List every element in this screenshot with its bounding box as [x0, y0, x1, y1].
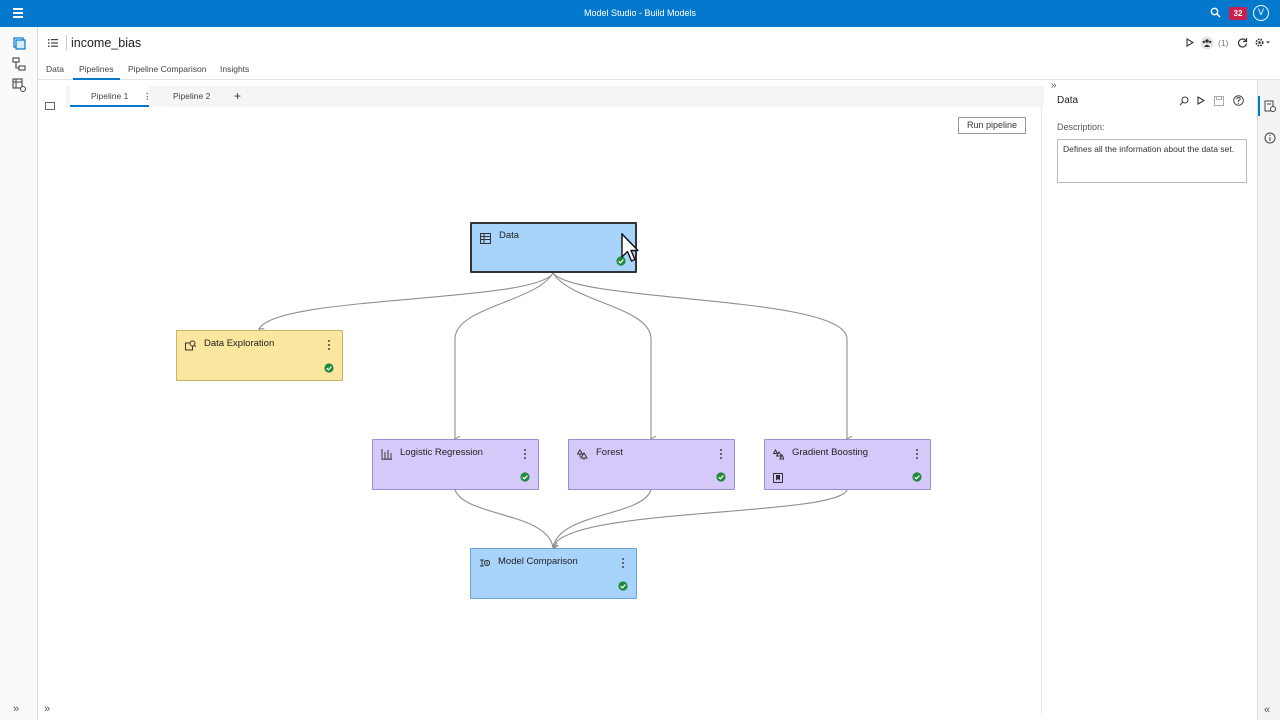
pipeline-tab-label: Pipeline 1 — [91, 91, 129, 101]
node-gradient-boosting[interactable]: Gradient Boosting — [764, 439, 931, 490]
node-forest[interactable]: Forest — [568, 439, 735, 490]
edge-data-gradient — [552, 272, 847, 439]
node-menu-icon[interactable] — [622, 558, 625, 569]
expand-nodes-icon[interactable]: » — [44, 703, 51, 715]
node-properties-icon[interactable] — [1264, 100, 1276, 112]
right-tool-rail: « — [1257, 80, 1280, 720]
node-menu-icon[interactable] — [524, 449, 527, 460]
templates-nav-icon[interactable] — [12, 78, 26, 92]
user-avatar[interactable]: V — [1253, 5, 1269, 21]
node-data-exploration[interactable]: Data Exploration — [176, 330, 343, 381]
expand-nav-icon[interactable]: » — [13, 703, 20, 715]
add-pipeline-icon[interactable]: + — [234, 89, 242, 103]
node-label: Model Comparison — [498, 556, 578, 567]
node-logistic-regression[interactable]: Logistic Regression — [372, 439, 539, 490]
node-menu-icon[interactable] — [720, 449, 723, 460]
edge-data-exploration — [259, 272, 554, 329]
node-model-comparison[interactable]: Model Comparison — [470, 548, 637, 599]
pipeline-canvas[interactable]: Run pipeline Data — [66, 107, 1042, 714]
save-node-icon[interactable] — [1214, 96, 1224, 106]
edge-forest-comparison — [553, 489, 652, 547]
pipelines-nav-icon[interactable] — [12, 57, 26, 71]
left-nav-rail: » — [0, 27, 38, 720]
search-icon[interactable] — [1210, 7, 1221, 18]
project-name: income_bias — [71, 36, 142, 50]
completed-check-icon — [716, 472, 726, 482]
node-menu-icon[interactable] — [328, 340, 331, 351]
active-indicator — [1258, 96, 1260, 116]
description-label: Description: — [1057, 122, 1105, 132]
pipeline-tab-1[interactable]: Pipeline 1 ⋮ — [70, 86, 152, 107]
run-node-icon[interactable] — [1197, 96, 1205, 105]
completed-check-icon — [618, 581, 628, 591]
header-separator — [66, 35, 67, 51]
edge-data-logistic — [455, 272, 554, 439]
tab-insights[interactable]: Insights — [220, 64, 250, 74]
edge-data-forest — [552, 272, 651, 439]
tab-pipelines[interactable]: Pipelines — [73, 64, 120, 80]
description-field[interactable]: Defines all the information about the da… — [1057, 139, 1247, 183]
node-label: Logistic Regression — [400, 447, 483, 458]
run-count: (1) — [1218, 38, 1229, 48]
edge-logistic-comparison — [454, 489, 553, 547]
completed-check-icon — [324, 363, 334, 373]
users-group-icon[interactable] — [1200, 36, 1214, 50]
search-properties-icon[interactable] — [1179, 96, 1189, 106]
app-top-bar: Model Studio - Build Models 32 V — [0, 0, 1280, 27]
pipeline-tab-menu-icon[interactable]: ⋮ — [143, 91, 152, 101]
node-label: Forest — [596, 447, 623, 458]
notification-badge[interactable]: 32 — [1229, 7, 1247, 20]
nodes-panel-icon[interactable] — [45, 102, 55, 110]
pipeline-tabs: Pipeline 1 ⋮ Pipeline 2 + — [66, 86, 1044, 107]
mouse-pointer-icon — [621, 233, 639, 262]
node-menu-icon[interactable] — [916, 449, 919, 460]
node-label: Gradient Boosting — [792, 447, 869, 458]
collapse-panel-icon[interactable]: » — [1051, 80, 1057, 91]
pipeline-tab-2[interactable]: Pipeline 2 — [173, 91, 211, 101]
node-label: Data — [499, 230, 520, 241]
info-icon[interactable] — [1264, 132, 1276, 144]
gradient-boosting-icon — [773, 449, 784, 460]
hamburger-menu-icon[interactable] — [13, 8, 23, 18]
expand-rail-icon[interactable]: « — [1264, 704, 1271, 716]
project-list-icon[interactable] — [48, 38, 58, 48]
refresh-icon[interactable] — [1237, 37, 1248, 48]
help-icon[interactable] — [1233, 95, 1244, 106]
app-title: Model Studio - Build Models — [583, 8, 697, 18]
node-label: Data Exploration — [204, 338, 275, 349]
build-models-icon[interactable] — [12, 36, 26, 50]
data-exploration-icon — [185, 340, 196, 351]
edge-gradient-comparison — [553, 489, 848, 547]
canvas-toolbar-rail: » — [38, 80, 66, 720]
properties-title: Data — [1057, 95, 1079, 106]
completed-check-icon — [912, 472, 922, 482]
forest-icon — [577, 449, 588, 460]
settings-gear-icon[interactable] — [1254, 37, 1270, 48]
pipeline-connectors — [66, 272, 1042, 714]
run-pipeline-button[interactable]: Run pipeline — [958, 117, 1027, 134]
logistic-regression-icon — [381, 449, 392, 460]
node-data[interactable]: Data — [470, 222, 637, 273]
run-icon[interactable] — [1186, 38, 1194, 47]
tab-pipeline-comparison[interactable]: Pipeline Comparison — [128, 64, 207, 74]
completed-check-icon — [520, 472, 530, 482]
tab-data[interactable]: Data — [46, 64, 64, 74]
project-header: income_bias Data Pipelines Pipeline Comp… — [38, 27, 1280, 80]
completed-check-icon — [616, 256, 626, 266]
bookmark-icon — [773, 473, 783, 483]
data-table-icon — [480, 233, 491, 244]
properties-panel: » Data Description: Defines all the info… — [1047, 80, 1257, 720]
model-comparison-icon — [480, 559, 490, 567]
